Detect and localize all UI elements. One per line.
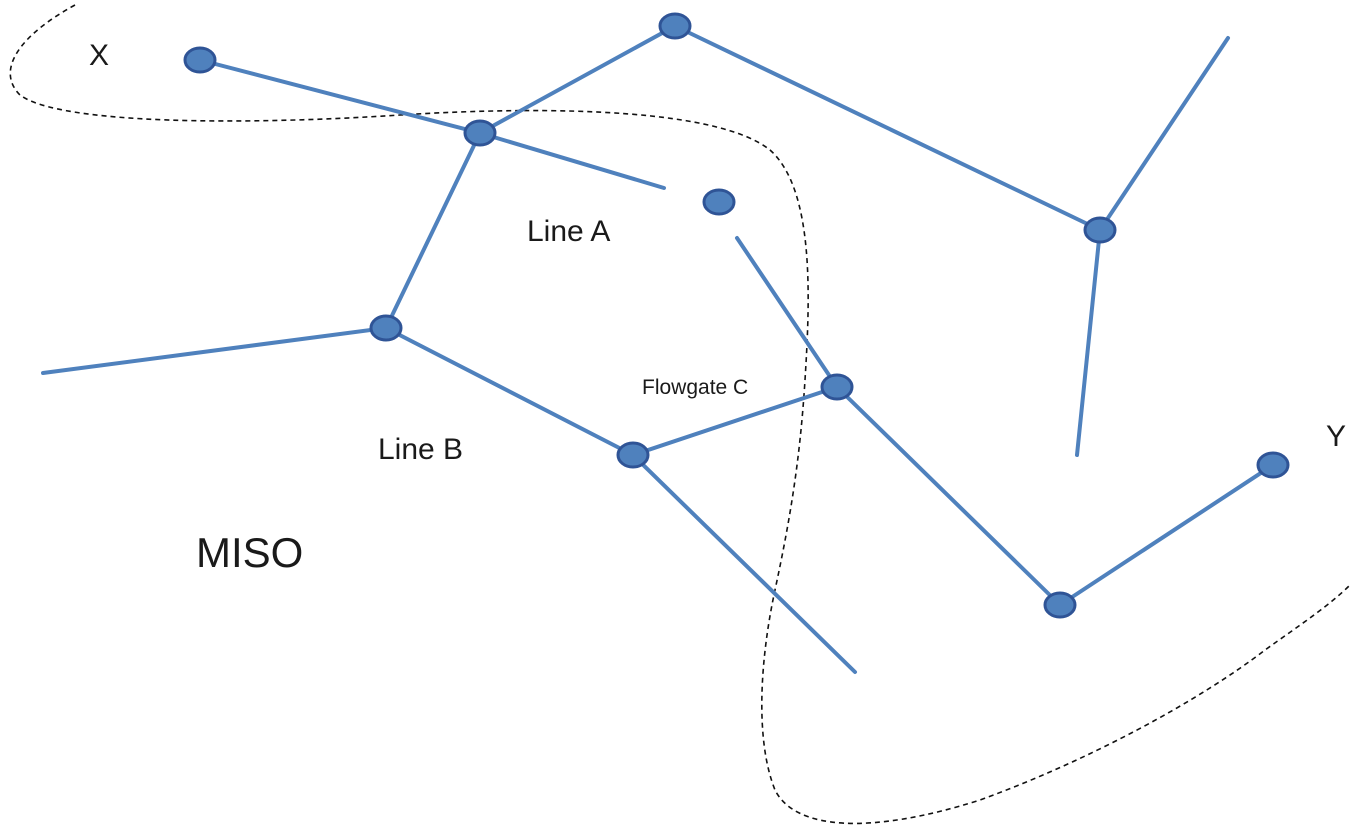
node-y — [1256, 451, 1290, 479]
node-west — [369, 314, 403, 342]
flowgate-c-line — [631, 385, 839, 457]
line-south-spur — [631, 453, 857, 674]
miso-boundary — [9, 4, 1350, 825]
label-line-b: Line B — [378, 433, 463, 466]
node-top — [658, 12, 692, 40]
node-south — [1043, 591, 1077, 619]
nodes — [183, 12, 1290, 619]
label-y: Y — [1326, 420, 1346, 453]
line-west-to-edge — [41, 326, 388, 375]
line-hub-to-top — [478, 24, 677, 135]
label-line-a: Line A — [527, 215, 610, 248]
node-x — [183, 46, 217, 74]
node-flowgate — [820, 373, 854, 401]
line-south-to-y — [1058, 463, 1275, 607]
line-east-down — [1075, 228, 1102, 457]
node-center — [702, 188, 736, 216]
line-flowgate-to-south — [835, 385, 1062, 607]
line-a — [478, 131, 666, 190]
line-center-to-flowgate — [735, 236, 839, 389]
node-hub — [463, 119, 497, 147]
node-east — [1083, 216, 1117, 244]
line-b — [384, 326, 635, 457]
line-east-to-northeast — [1098, 36, 1230, 232]
label-x: X — [89, 39, 109, 72]
label-flowgate-c: Flowgate C — [642, 376, 748, 399]
label-miso: MISO — [196, 529, 303, 576]
line-x-to-hub — [198, 58, 482, 135]
line-top-to-east — [673, 24, 1102, 232]
transmission-lines — [41, 24, 1275, 674]
node-b-end — [616, 441, 650, 469]
line-hub-to-west — [384, 131, 482, 330]
